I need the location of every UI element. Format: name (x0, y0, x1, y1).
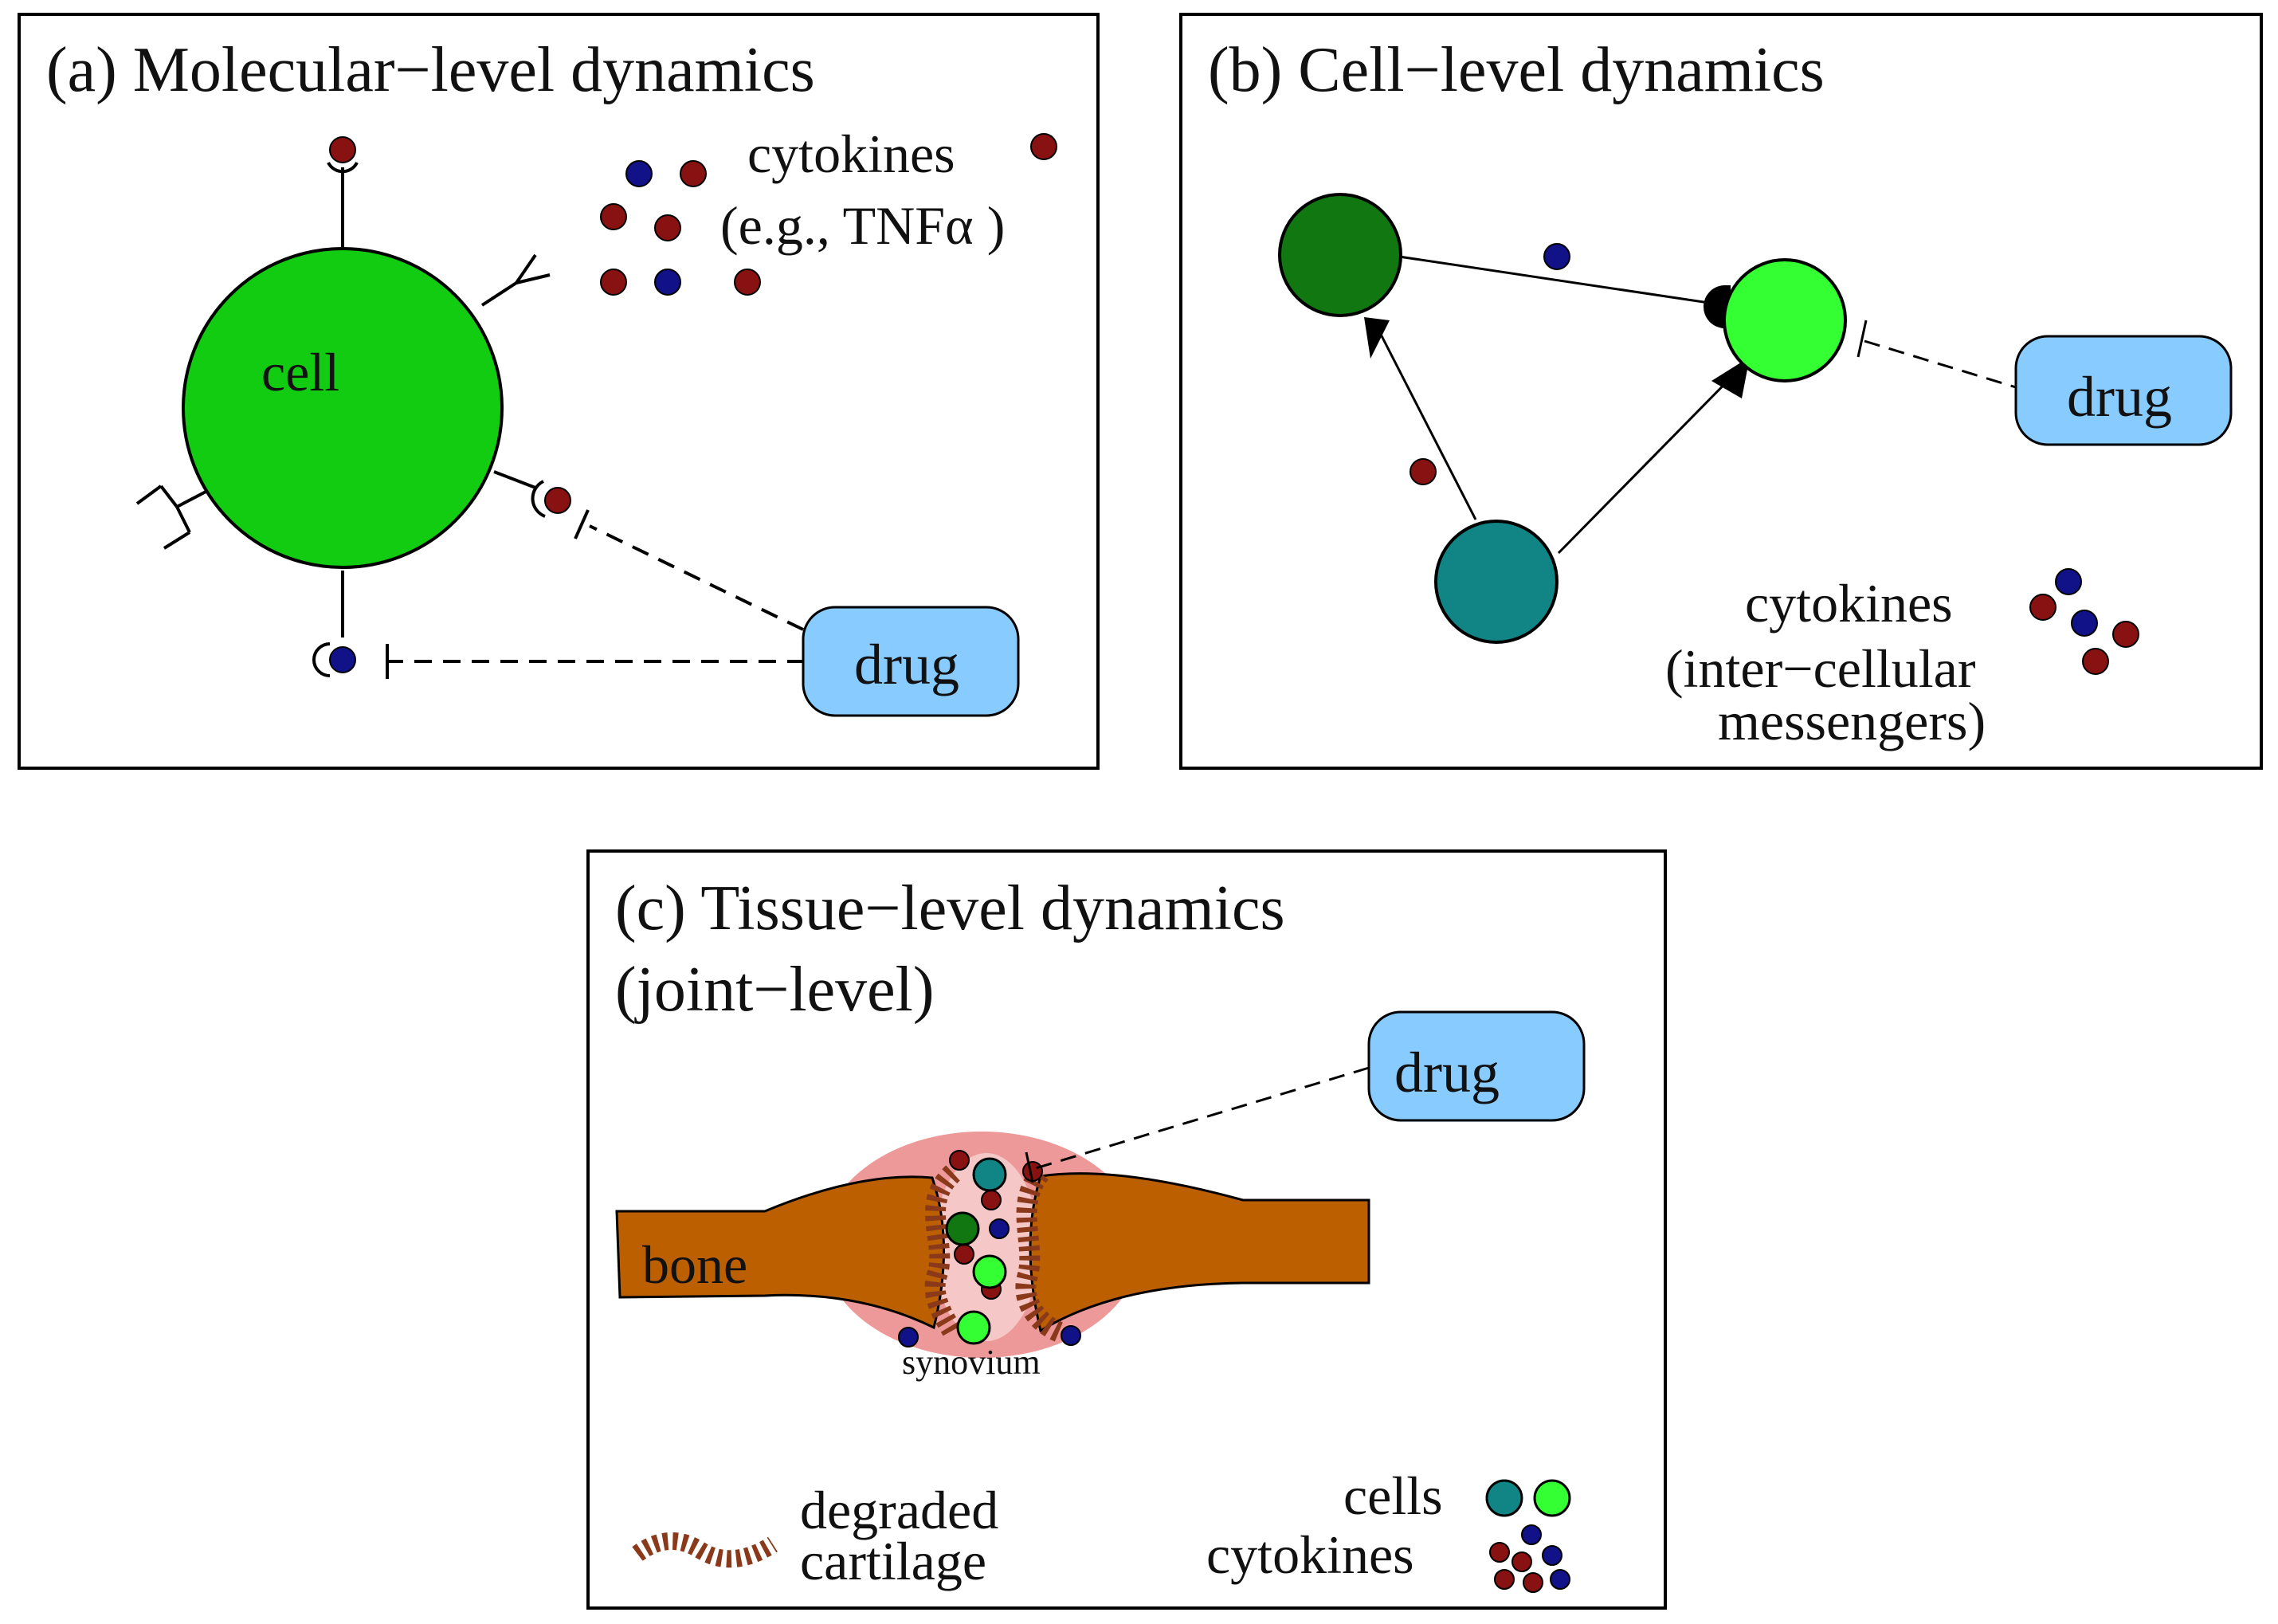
legend-cartilage-swatch (632, 1532, 778, 1568)
receptors (135, 162, 551, 677)
bound-cytokine-top (329, 136, 356, 163)
cytokines-desc-b-2: messengers) (1718, 691, 1986, 751)
cytokine-cluster-b (2029, 568, 2139, 675)
drug-box-b (2014, 335, 2233, 446)
panel-c-title-2: (joint−level) (615, 955, 935, 1025)
cell-light-green (1723, 258, 1847, 382)
joint-contents (898, 1150, 1081, 1347)
bone-right (1029, 1172, 1370, 1333)
bone-left (615, 1175, 945, 1330)
cell-label: cell (261, 342, 339, 402)
panel-b-frame (1179, 13, 2263, 770)
legend-cytokines: cytokines (1206, 1524, 1414, 1585)
panel-b: (b) Cell−level dynamics drug cytokines (… (1179, 13, 2263, 770)
cytokine-cluster-a (600, 133, 1057, 296)
cell-dark-green (1278, 193, 1402, 317)
bound-cytokine-right (544, 487, 571, 514)
drug-label-b: drug (2067, 365, 2172, 429)
panel-c-title-1: (c) Tissue−level dynamics (615, 873, 1285, 943)
drug-inhibit-c (1025, 1151, 1034, 1183)
cytokine-b-blue (1543, 243, 1570, 270)
drug-label-a: drug (854, 633, 959, 696)
cartilage-right (1015, 1166, 1065, 1343)
bound-cytokine-bottom (329, 646, 356, 673)
cytokine-b-red (1410, 458, 1437, 485)
cytokines-label-b: cytokines (1745, 573, 1953, 634)
cartilage-left (924, 1165, 963, 1338)
arrowhead-dark-green (1364, 317, 1390, 359)
arrowhead-light-green (1711, 357, 1750, 398)
cytokines-label-a: cytokines (747, 124, 955, 184)
drug-label-c: drug (1394, 1041, 1500, 1104)
panel-c: (c) Tissue−level dynamics (joint−level) … (586, 849, 1667, 1610)
drug-line-c (1035, 1066, 1370, 1170)
legend-degraded-1: degraded (800, 1480, 998, 1540)
legend-cell-light-green (1533, 1479, 1571, 1517)
panel-a: (a) Molecular−level dynamics cell (18, 13, 1100, 770)
cell-circle (182, 247, 504, 569)
synovial-cavity (934, 1153, 1039, 1341)
legend-cells: cells (1343, 1465, 1443, 1526)
inhibition-lines-a (386, 509, 805, 679)
cytokines-example-a: (e.g., TNFα ) (720, 195, 1005, 256)
panel-c-frame (586, 849, 1667, 1610)
drug-box-c (1367, 1010, 1586, 1122)
cytokines-desc-b-1: (inter−cellular (1665, 638, 1976, 699)
panel-a-frame (18, 13, 1100, 770)
panel-b-title: (b) Cell−level dynamics (1208, 35, 1825, 105)
bone-label: bone (642, 1234, 747, 1295)
drug-box-a (802, 606, 1020, 717)
legend-cytokine-cluster (1489, 1524, 1570, 1593)
legend-degraded-2: cartilage (800, 1531, 986, 1591)
panel-a-title: (a) Molecular−level dynamics (46, 35, 815, 105)
cell-teal (1434, 520, 1559, 644)
cell-edges-b (1372, 255, 2017, 555)
synovium-label: synovium (902, 1343, 1041, 1382)
legend-cell-teal (1485, 1479, 1523, 1517)
